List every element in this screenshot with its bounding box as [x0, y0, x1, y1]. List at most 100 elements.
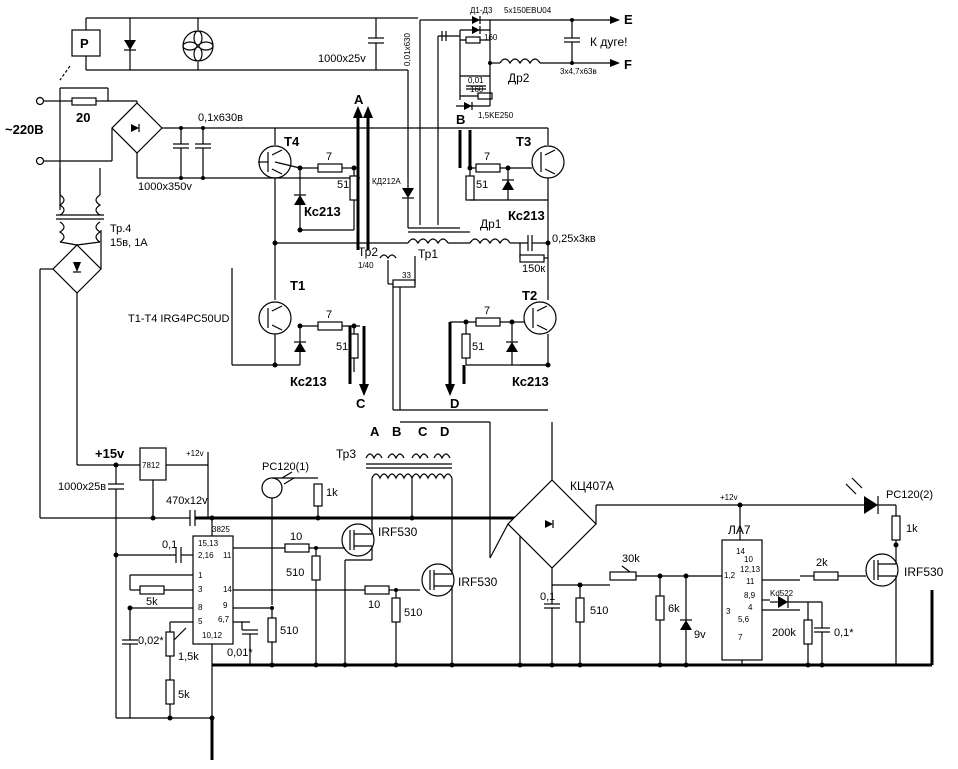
svg-text:6,7: 6,7	[218, 615, 230, 624]
svg-text:7: 7	[326, 309, 332, 321]
svg-text:Т1: Т1	[290, 278, 305, 293]
svg-text:IRF530: IRF530	[378, 525, 418, 539]
svg-text:Т3: Т3	[516, 134, 531, 149]
svg-text:14: 14	[736, 547, 745, 556]
svg-text:Тр.4: Тр.4	[110, 223, 131, 235]
svg-text:51: 51	[472, 341, 484, 353]
choke-dr1: Др1 0,25x3кв 150к	[460, 217, 596, 275]
svg-text:D: D	[440, 424, 449, 439]
svg-text:3x4,7x63в: 3x4,7x63в	[560, 67, 597, 76]
svg-text:КД212А: КД212А	[372, 177, 401, 186]
svg-text:7: 7	[738, 633, 743, 642]
svg-text:10: 10	[290, 531, 302, 543]
svg-text:150к: 150к	[522, 263, 545, 275]
svg-text:+15v: +15v	[95, 446, 125, 461]
svg-text:10,12: 10,12	[202, 631, 223, 640]
optocoupler-pc120-2: PC120(2) 1k	[740, 477, 933, 545]
svg-text:510: 510	[404, 607, 422, 619]
svg-text:Kd522: Kd522	[770, 589, 794, 598]
svg-text:10: 10	[744, 555, 753, 564]
svg-text:3825: 3825	[212, 525, 230, 534]
svg-text:3: 3	[726, 607, 731, 616]
svg-text:51: 51	[336, 341, 348, 353]
svg-text:5: 5	[198, 617, 203, 626]
igbt-t2: Т2 7 51 Кс213 D	[445, 288, 557, 411]
transformer-tr2: Тр2 1/40 33	[358, 245, 548, 423]
svg-text:510: 510	[286, 567, 304, 579]
mains-input: ~220В	[5, 96, 60, 166]
junction-dots	[113, 165, 899, 721]
mosfet-irf530-2: IRF530	[421, 478, 498, 665]
svg-text:0,1*: 0,1*	[834, 627, 854, 639]
svg-text:7: 7	[484, 305, 490, 317]
svg-text:B: B	[392, 424, 401, 439]
igbt-t3: Т3 7 51 Кс213 B	[456, 112, 565, 223]
svg-text:160: 160	[470, 85, 484, 94]
transformer-tr1: Тр1	[407, 227, 460, 261]
svg-text:0,1: 0,1	[540, 591, 555, 603]
svg-text:0,1x630в: 0,1x630в	[198, 112, 243, 124]
svg-text:14: 14	[223, 585, 232, 594]
svg-text:IRF530: IRF530	[904, 565, 944, 579]
svg-text:Т4: Т4	[284, 134, 300, 149]
transformer-tr3: Тр3 A B C D	[336, 424, 453, 518]
svg-text:Кс213: Кс213	[512, 374, 549, 389]
transformer-tr4: Тр.4 15в, 1А	[56, 168, 148, 249]
svg-text:A: A	[354, 92, 364, 107]
svg-text:8,9: 8,9	[744, 591, 756, 600]
svg-text:Тр1: Тр1	[418, 247, 438, 261]
svg-text:1,2: 1,2	[724, 571, 736, 580]
svg-text:+12v: +12v	[186, 449, 204, 458]
svg-text:51: 51	[337, 179, 349, 191]
svg-text:0,01x630: 0,01x630	[403, 33, 412, 66]
svg-text:E: E	[624, 12, 633, 27]
regulator-7812: +15v 7812 +12v 1000x25в	[58, 446, 209, 718]
la7-output-network: Kd522 200k 0,1* 2k	[770, 557, 866, 665]
ic-right-network: 0,01* 510 10 510 10 510	[227, 531, 422, 665]
svg-text:1000x25в: 1000x25в	[58, 481, 106, 493]
svg-text:7: 7	[326, 151, 332, 163]
svg-text:12,13: 12,13	[740, 565, 761, 574]
svg-text:F: F	[624, 57, 632, 72]
svg-text:33: 33	[402, 271, 411, 280]
svg-text:A: A	[370, 424, 380, 439]
svg-text:0,01: 0,01	[468, 76, 484, 85]
svg-text:11: 11	[746, 577, 755, 586]
pulse-arrows-a: A	[353, 92, 373, 250]
svg-text:15,13: 15,13	[198, 539, 219, 548]
svg-text:200k: 200k	[772, 627, 796, 639]
svg-text:К дуге!: К дуге!	[590, 35, 627, 49]
svg-text:9: 9	[223, 601, 228, 610]
svg-text:51: 51	[476, 179, 488, 191]
mains-label: ~220В	[5, 122, 44, 137]
relay-diode	[124, 18, 136, 70]
svg-text:C: C	[418, 424, 428, 439]
relay: P	[59, 18, 101, 81]
svg-text:Т2: Т2	[522, 288, 537, 303]
svg-text:5k: 5k	[178, 689, 190, 701]
svg-text:6k: 6k	[668, 603, 680, 615]
svg-text:30k: 30k	[622, 553, 640, 565]
mosfet-irf530-1: IRF530	[341, 478, 418, 665]
bridge-rectifier-aux	[39, 230, 102, 518]
svg-text:Кс213: Кс213	[508, 208, 545, 223]
svg-text:1,5k: 1,5k	[178, 651, 199, 663]
svg-text:1000x25v: 1000x25v	[318, 53, 366, 65]
svg-text:1k: 1k	[326, 487, 338, 499]
svg-text:11: 11	[223, 551, 232, 560]
svg-text:+12v: +12v	[720, 493, 738, 502]
svg-text:Кс213: Кс213	[290, 374, 327, 389]
igbt-t1: Т1 T1-T4 IRG4PC50UD 7 Кс213 51 C	[128, 268, 369, 411]
bridge-kc407a: КЦ407А	[489, 422, 740, 665]
svg-text:20: 20	[76, 110, 90, 125]
svg-text:0,25x3кв: 0,25x3кв	[552, 233, 596, 245]
svg-text:160: 160	[484, 33, 498, 42]
svg-text:PC120(1): PC120(1)	[262, 461, 309, 473]
svg-text:Д1-Д3: Д1-Д3	[470, 6, 493, 15]
svg-text:470x12v: 470x12v	[166, 495, 208, 507]
mosfet-irf530-3: IRF530	[865, 545, 944, 665]
svg-text:B: B	[456, 112, 465, 127]
diode-kd212a: КД212А	[372, 69, 414, 228]
svg-text:8: 8	[198, 603, 203, 612]
svg-text:1,5KE250: 1,5KE250	[478, 111, 514, 120]
